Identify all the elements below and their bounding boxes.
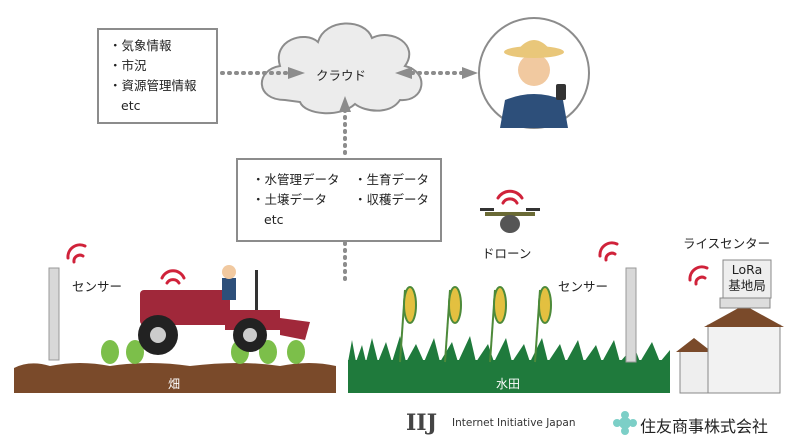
info-item: etc bbox=[121, 98, 141, 113]
farmer-avatar bbox=[478, 17, 590, 129]
sensor-right-label: センサー bbox=[558, 279, 609, 294]
cloud-shape bbox=[260, 22, 423, 115]
info-item: ・気象情報 bbox=[109, 38, 172, 53]
crops bbox=[101, 340, 305, 364]
paddy-field bbox=[348, 360, 670, 393]
tractor bbox=[138, 265, 310, 355]
lora-text: LoRa bbox=[731, 262, 763, 277]
dotted-connectors bbox=[220, 71, 464, 287]
sensor-pole-left bbox=[48, 267, 60, 361]
sumitomo-logo-mark bbox=[613, 411, 637, 435]
iij-name: Internet Initiative Japan bbox=[452, 417, 576, 429]
sensor-left-label: センサー bbox=[72, 279, 123, 294]
data-item: ・土壌データ bbox=[252, 192, 328, 207]
sensor-pole-right bbox=[625, 267, 637, 363]
external-info-box: ・気象情報 ・市況 ・資源管理情報 etc bbox=[97, 28, 218, 124]
data-item: ・生育データ bbox=[354, 172, 430, 187]
rice-center-label: ライスセンター bbox=[683, 236, 771, 251]
data-item: ・収穫データ bbox=[354, 192, 430, 207]
field-data-box: ・水管理データ ・土壌データ etc ・生育データ ・収穫データ bbox=[236, 158, 442, 242]
paddy-grass bbox=[348, 336, 670, 362]
lora-base-station bbox=[722, 259, 772, 299]
info-item: ・市況 bbox=[109, 58, 147, 73]
cloud-label: クラウド bbox=[316, 68, 367, 83]
rice-center-building bbox=[676, 297, 784, 394]
data-item: etc bbox=[264, 212, 284, 227]
arrow-heads bbox=[288, 67, 478, 112]
field-soil bbox=[14, 363, 336, 393]
sumitomo-name: 住友商事株式会社 bbox=[640, 417, 769, 436]
iij-logo: IIJ bbox=[406, 410, 437, 436]
wifi-signal-icons bbox=[66, 189, 709, 286]
info-item: ・資源管理情報 bbox=[109, 78, 197, 93]
drone bbox=[480, 208, 540, 233]
field-label: 畑 bbox=[168, 377, 181, 391]
rice-plants bbox=[399, 286, 552, 363]
drone-label: ドローン bbox=[482, 246, 532, 261]
base-station-text: 基地局 bbox=[728, 278, 766, 293]
data-item: ・水管理データ bbox=[252, 172, 340, 187]
lora-label: LoRa 基地局 bbox=[723, 262, 771, 294]
paddy-label: 水田 bbox=[496, 377, 521, 391]
